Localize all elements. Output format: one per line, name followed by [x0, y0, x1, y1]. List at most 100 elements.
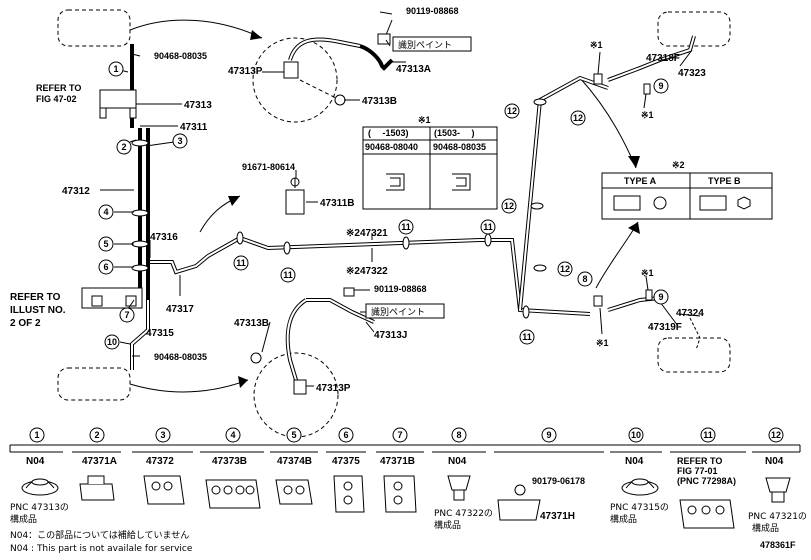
svg-text:47318F: 47318F: [646, 53, 680, 64]
svg-text:91671-80614: 91671-80614: [242, 162, 295, 172]
svg-text:PNC 47315の: PNC 47315の: [610, 503, 669, 513]
svg-text:47371H: 47371H: [540, 511, 575, 522]
svg-text:9: 9: [546, 430, 551, 440]
svg-text:TYPE A: TYPE A: [624, 176, 657, 186]
bolt-90119-bottom: [343, 287, 355, 297]
svg-text:11: 11: [283, 270, 293, 280]
legend-bracket: [9, 444, 801, 453]
bolt-47313b-top: [334, 94, 346, 106]
svg-text:1: 1: [113, 64, 118, 74]
svg-text:8: 8: [456, 430, 461, 440]
arrow-from-rear-right: [595, 221, 639, 289]
svg-text:47373B: 47373B: [212, 456, 247, 467]
legend-callouts: 1 2 3 4 5 6 7 8 9 10 11 12: [29, 427, 784, 443]
svg-text:7: 7: [124, 310, 129, 320]
svg-text:12: 12: [573, 113, 583, 123]
detail-circle-bottom: [253, 352, 339, 438]
main-pipe-left-vertical: [130, 44, 150, 300]
svg-text:10: 10: [107, 337, 117, 347]
svg-text:N04: N04: [765, 456, 784, 467]
svg-text:3: 3: [177, 136, 182, 146]
svg-text:3: 3: [160, 430, 165, 440]
svg-text:※1: ※1: [418, 115, 431, 125]
svg-text:N04：この部品については補給していません: N04：この部品については補給していません: [10, 529, 189, 541]
wheel-outline-front-left: [57, 9, 131, 47]
svg-text:構成品: 構成品: [10, 513, 37, 525]
svg-text:(1503- ): (1503- ): [434, 128, 475, 138]
svg-text:11: 11: [236, 258, 246, 268]
svg-text:12: 12: [504, 201, 514, 211]
fitting-type-b-icon: [699, 195, 727, 211]
svg-text:REFER TO: REFER TO: [677, 456, 722, 466]
svg-text:47324: 47324: [676, 308, 704, 319]
svg-text:PNC 47313の: PNC 47313の: [10, 503, 69, 513]
svg-text:47311B: 47311B: [320, 198, 354, 209]
svg-text:47313A: 47313A: [396, 64, 431, 75]
leader-lines: [100, 11, 701, 387]
svg-text:※2: ※2: [672, 160, 685, 170]
svg-text:12: 12: [507, 106, 517, 116]
svg-text:11: 11: [401, 222, 411, 232]
part-labels: REFER TO FIG 47-02 REFER TO ILLUST NO. 2…: [10, 6, 706, 394]
table-option1: ※1 ( -1503) (1503- ) 90468-08040 90468-0…: [362, 115, 498, 210]
svg-text:47313B: 47313B: [234, 318, 269, 329]
svg-text:N04: N04: [625, 456, 644, 467]
svg-text:構成品: 構成品: [610, 513, 637, 525]
svg-text:構成品: 構成品: [752, 522, 779, 534]
caliper-fitting-top: [283, 61, 299, 79]
bracket-47311b: [285, 189, 305, 215]
svg-text:8: 8: [582, 274, 587, 284]
svg-text:5: 5: [103, 239, 108, 249]
svg-text:構成品: 構成品: [434, 519, 461, 531]
svg-text:※247322: ※247322: [346, 266, 388, 277]
svg-text:90468-08035: 90468-08035: [433, 142, 486, 152]
svg-text:6: 6: [103, 262, 108, 272]
bolt-47313b-bottom: [250, 352, 262, 364]
svg-text:2 OF 2: 2 OF 2: [10, 318, 41, 329]
svg-text:1: 1: [34, 430, 39, 440]
svg-text:9: 9: [658, 81, 663, 91]
detail-circle-top: [252, 37, 338, 123]
svg-text:47313B: 47313B: [362, 96, 397, 107]
svg-text:47323: 47323: [678, 68, 706, 79]
svg-text:FIG 77-01: FIG 77-01: [677, 466, 718, 476]
fitting-type-a-icon: [613, 195, 641, 211]
svg-text:47372: 47372: [146, 456, 174, 467]
svg-text:10: 10: [631, 430, 641, 440]
svg-text:9: 9: [658, 292, 663, 302]
svg-text:※1: ※1: [641, 268, 654, 278]
diagram-callouts: 1 2 3 4 5 6 7 10 11 11 11 11 11 12 12 12…: [98, 61, 669, 350]
clip-icon-b: [452, 173, 471, 191]
svg-text:90119-08868: 90119-08868: [406, 6, 459, 16]
table-option2: ※2 TYPE A TYPE B: [601, 160, 773, 220]
svg-text:※1: ※1: [596, 338, 609, 348]
clip-icon-a: [386, 173, 405, 191]
svg-text:2: 2: [121, 142, 126, 152]
svg-text:12: 12: [560, 264, 570, 274]
svg-text:識別ペイント: 識別ペイント: [371, 306, 425, 318]
legend-pictures: [21, 475, 791, 529]
svg-text:PNC 47322の: PNC 47322の: [434, 509, 493, 519]
svg-text:47316: 47316: [150, 232, 178, 243]
svg-text:6: 6: [343, 430, 348, 440]
svg-text:90468-08035: 90468-08035: [154, 352, 207, 362]
svg-text:REFER TO: REFER TO: [36, 83, 81, 93]
svg-text:90179-06178: 90179-06178: [532, 476, 585, 486]
svg-text:11: 11: [483, 222, 493, 232]
svg-text:5: 5: [291, 430, 296, 440]
svg-text:12: 12: [771, 430, 781, 440]
wheel-outline-front-right: [657, 11, 731, 47]
svg-text:ILLUST NO.: ILLUST NO.: [10, 305, 66, 316]
svg-text:47312: 47312: [62, 186, 90, 197]
svg-text:478361F: 478361F: [760, 540, 796, 550]
svg-text:2: 2: [94, 430, 99, 440]
junction-47313: [99, 89, 137, 109]
svg-text:47371B: 47371B: [380, 456, 415, 467]
svg-text:47374B: 47374B: [277, 456, 312, 467]
wheel-outline-rear-left: [57, 367, 131, 401]
svg-text:47317: 47317: [166, 304, 194, 315]
svg-text:N04: N04: [26, 456, 45, 467]
svg-text:47313J: 47313J: [374, 330, 407, 341]
svg-text:11: 11: [522, 332, 532, 342]
